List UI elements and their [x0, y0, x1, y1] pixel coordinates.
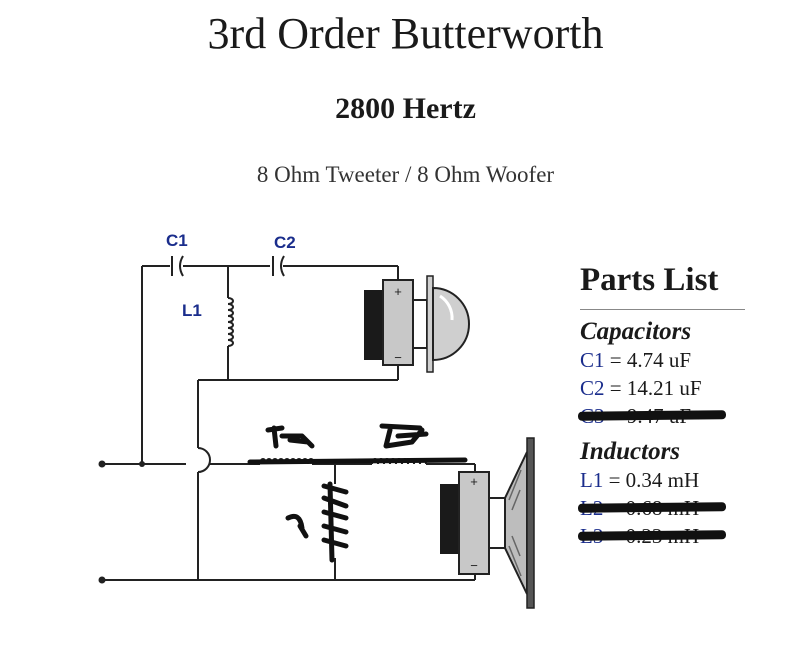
part-row-c3-struck: C3 = 9.47 uF	[580, 402, 745, 430]
inductor-l1	[227, 297, 234, 347]
page-title: 3rd Order Butterworth	[207, 9, 604, 58]
part-row-l1: L1 = 0.34 mH	[580, 466, 745, 494]
capacitors-heading: Capacitors	[580, 318, 692, 345]
tweeter-driver: + −	[364, 275, 470, 373]
handwritten-overdraw-marks	[247, 423, 468, 563]
woofer-negative-label: −	[470, 558, 478, 573]
part-ref: C3	[580, 404, 605, 428]
part-row-c1: C1 = 4.74 uF	[580, 346, 745, 374]
inductors-heading: Inductors	[580, 438, 681, 465]
part-value: = 0.68 mH	[603, 496, 700, 520]
input-terminal-positive	[98, 460, 106, 468]
junction-dot	[139, 461, 145, 467]
part-value: = 14.21 uF	[604, 376, 702, 400]
driver-description: 8 Ohm Tweeter / 8 Ohm Woofer	[256, 162, 555, 187]
woofer-driver: + −	[440, 437, 535, 609]
frequency-heading: 2800 Hertz	[335, 92, 476, 125]
part-value: = 9.47 uF	[604, 404, 692, 428]
part-ref: L2	[580, 496, 604, 520]
parts-list-title: Parts List	[580, 262, 745, 310]
part-ref: L1	[580, 468, 604, 492]
part-ref: C1	[580, 348, 605, 372]
part-ref: L3	[580, 524, 604, 548]
input-terminal-negative	[98, 576, 106, 584]
part-row-c2: C2 = 14.21 uF	[580, 374, 745, 402]
l1-label: L1	[182, 301, 202, 320]
part-value: = 4.74 uF	[604, 348, 692, 372]
parts-list: Parts List Capacitors C1 = 4.74 uF C2 = …	[580, 262, 745, 550]
woofer-positive-label: +	[470, 474, 478, 489]
capacitor-c2	[272, 255, 285, 277]
c2-label: C2	[274, 233, 296, 252]
part-row-l2-struck: L2 = 0.68 mH	[580, 494, 745, 522]
tweeter-negative-label: −	[394, 350, 402, 365]
part-ref: C2	[580, 376, 605, 400]
part-value: = 0.23 mH	[603, 524, 700, 548]
capacitor-c1	[171, 255, 184, 277]
part-row-l3-struck: L3 = 0.23 mH	[580, 522, 745, 550]
part-value: = 0.34 mH	[603, 468, 700, 492]
tweeter-positive-label: +	[394, 284, 402, 299]
c1-label: C1	[166, 231, 188, 250]
